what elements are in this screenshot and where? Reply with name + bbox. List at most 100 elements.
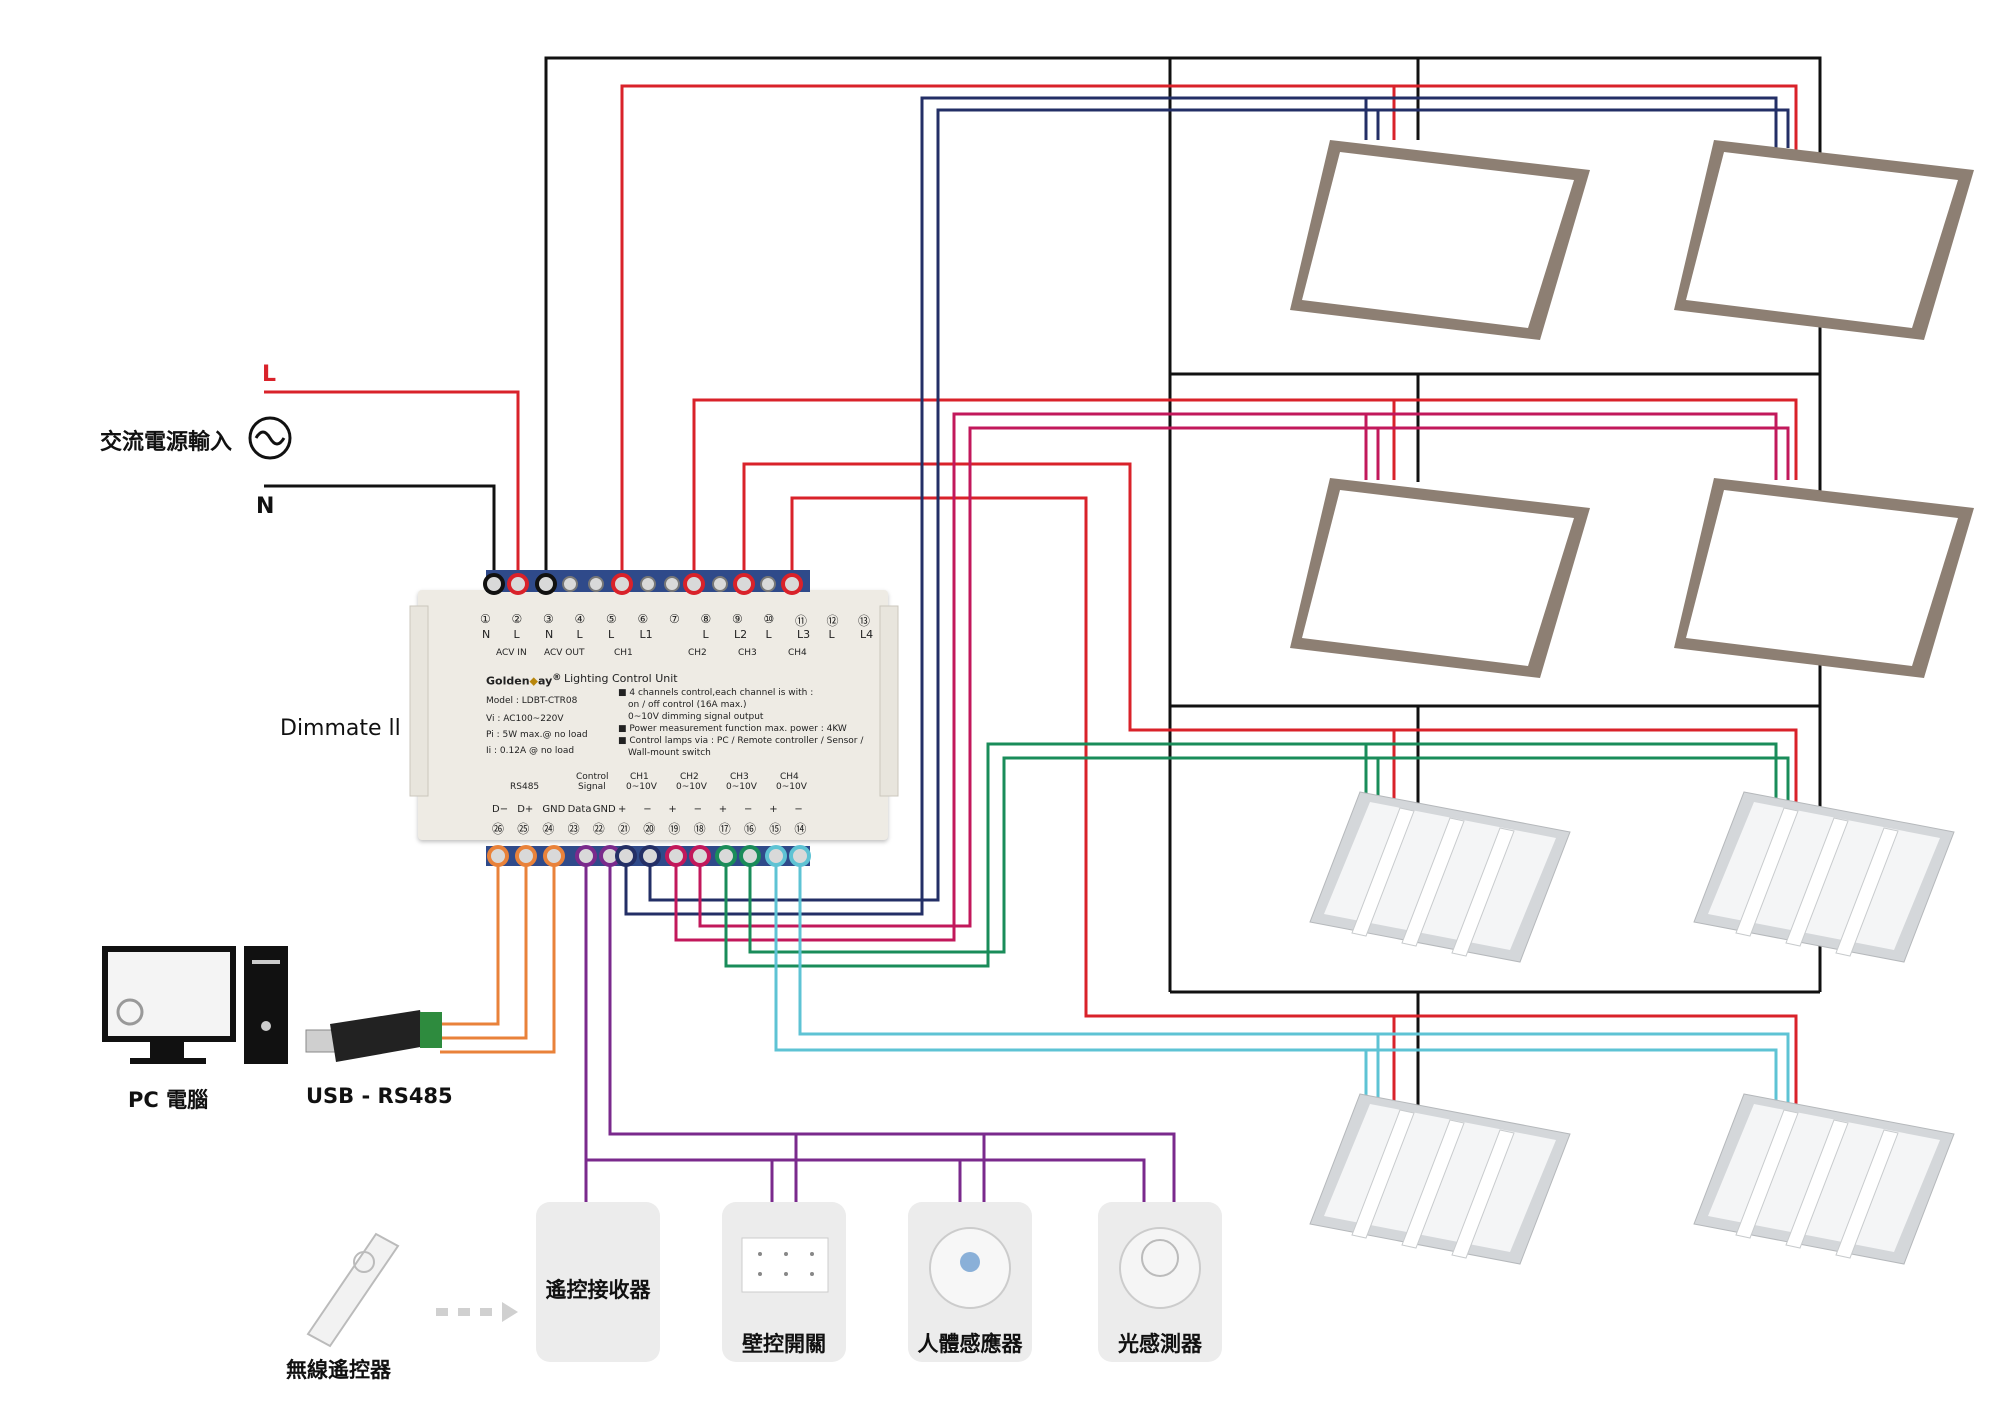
top-terminal-number: ⑩	[763, 612, 775, 626]
top-terminal-number: ⑪	[795, 614, 808, 628]
bottom-terminal-letter: +	[668, 804, 677, 815]
rs485-gnd-wire	[440, 856, 556, 1054]
bottom-terminal-letter: −	[643, 804, 652, 815]
ch4-live-wire	[790, 496, 1798, 1110]
wall-switch-card: 壁控開關	[722, 1202, 846, 1362]
bottom-terminal-number: ⑭	[794, 822, 807, 836]
bottom-terminal-letter: −	[693, 804, 702, 815]
spec-line-5: ■ Control lamps via : PC / Remote contro…	[618, 736, 864, 746]
top-terminal-number: ⑨	[732, 612, 743, 626]
top-terminal-letter: L	[828, 628, 835, 641]
ac-neutral-label: N	[256, 494, 275, 519]
top-terminal-letter: L3	[797, 628, 811, 641]
top-terminal-letter: L1	[639, 628, 653, 641]
top-terminal-letter: L	[765, 628, 772, 641]
bottom-terminal-number: ⑳	[643, 822, 656, 836]
top-terminal-number: ③	[543, 612, 554, 626]
ch4-dim-plus-wire	[774, 856, 1778, 1108]
light-sensor-card: 光感測器	[1098, 1202, 1222, 1362]
bottom-terminal-number: ㉖	[492, 822, 505, 836]
acv-out-label: ACV OUT	[544, 648, 585, 658]
top-terminal-letter: L	[702, 628, 709, 641]
top-terminal-letter: N	[545, 628, 554, 641]
bottom-terminal-letter: D−	[492, 804, 509, 815]
bottom-terminal-number: ㉑	[618, 822, 631, 836]
remote-receiver-card: 遙控接收器	[536, 1202, 660, 1362]
bottom-terminal-number: ⑯	[744, 822, 757, 836]
top-terminal-letter: L	[513, 628, 520, 641]
top-terminal-letter: L	[608, 628, 615, 641]
ii-label: Ii : 0.12A @ no load	[486, 746, 575, 756]
top-terminal-letter: L2	[734, 628, 748, 641]
model-label: Model : LDBT-CTR08	[486, 696, 578, 706]
top-terminal-number: ⑤	[606, 612, 617, 626]
brand-logo: Golden◆ay®	[486, 672, 562, 688]
bottom-terminal-number: ⑮	[769, 822, 782, 836]
ch3-bottom-label: CH3	[730, 772, 749, 782]
control-data-bus	[586, 1158, 1146, 1202]
bottom-terminal-letter: D+	[517, 804, 534, 815]
ch2-live-wire	[692, 398, 1798, 580]
ch3-range-label: 0~10V	[726, 782, 757, 792]
neutral-bus-wire	[544, 56, 1822, 992]
usb-rs485-label: USB - RS485	[306, 1084, 453, 1108]
top-terminal-letter: L	[576, 628, 583, 641]
spec-line-4: ■ Power measurement function max. power …	[618, 724, 847, 734]
motion-sensor-card: 人體感應器	[908, 1202, 1032, 1362]
top-terminal-number: ⑧	[700, 612, 712, 626]
top-terminal-number: ⑫	[826, 614, 839, 628]
bottom-terminal-number: ㉓	[567, 822, 580, 836]
rs485-dminus-wire	[440, 856, 500, 1026]
top-terminal-number: ⑬	[858, 614, 871, 628]
bottom-terminal-letter: Data	[567, 804, 592, 815]
bottom-terminal-number: ㉔	[542, 822, 555, 836]
bottom-terminal-number: ⑱	[693, 822, 706, 836]
ch4-range-label: 0~10V	[776, 782, 807, 792]
bottom-terminal-number: ㉒	[592, 822, 605, 836]
bottom-terminal-letter: +	[618, 804, 627, 815]
ch2-dim-plus-wire	[674, 412, 1778, 942]
ac-live-label: L	[262, 362, 277, 387]
wireless-remote-label: 無線遙控器	[286, 1358, 391, 1382]
top-terminal-number: ②	[511, 612, 523, 626]
motion-sensor-label: 人體感應器	[917, 1332, 1023, 1356]
ch2-bottom-label: CH2	[680, 772, 699, 782]
vi-label: Vi : AC100~220V	[486, 714, 564, 724]
top-terminal-number: ①	[480, 612, 491, 626]
top-terminal-number: ④	[574, 612, 586, 626]
spec-line-1: ■ 4 channels control,each channel is wit…	[618, 688, 814, 698]
light-sensor-label: 光感測器	[1118, 1332, 1202, 1356]
spec-line-3: 0~10V dimming signal output	[628, 712, 764, 722]
spec-line-2: on / off control (16A max.)	[628, 700, 747, 710]
pc-label: PC 電腦	[128, 1088, 209, 1112]
control-signal-label-2: Signal	[578, 782, 606, 792]
bottom-terminal-letter: −	[794, 804, 803, 815]
ch1-live-wire	[620, 84, 1798, 580]
ch2-dim-minus-wire	[698, 426, 1790, 928]
device-name-label: Dimmate ll	[280, 716, 401, 741]
ch3-dim-minus-wire	[748, 756, 1790, 954]
bottom-terminal-number: ⑲	[668, 822, 681, 836]
top-terminal-letter: N	[482, 628, 491, 641]
ch4-bottom-label: CH4	[780, 772, 799, 782]
ch3-live-wire	[742, 462, 1798, 808]
ch1-dim-minus-wire	[648, 108, 1790, 902]
top-terminal-letter: L4	[860, 628, 874, 641]
ch1-dim-plus-wire	[624, 96, 1778, 916]
pi-label: Pi : 5W max.@ no load	[486, 730, 588, 740]
bottom-terminal-letter: −	[744, 804, 753, 815]
top-terminal-number: ⑥	[637, 612, 649, 626]
ch1-bottom-label: CH1	[630, 772, 649, 782]
bottom-terminal-number: ㉕	[517, 822, 530, 836]
control-signal-label-1: Control	[576, 772, 609, 782]
remote-receiver-label: 遙控接收器	[545, 1278, 651, 1302]
top-terminal-number: ⑦	[669, 612, 680, 626]
ac-live-wire	[264, 390, 520, 580]
unit-title: Lighting Control Unit	[564, 672, 678, 685]
rs485-dplus-wire	[440, 856, 528, 1040]
ch3-dim-plus-wire	[724, 742, 1778, 968]
ch4-dim-minus-wire	[798, 856, 1790, 1108]
